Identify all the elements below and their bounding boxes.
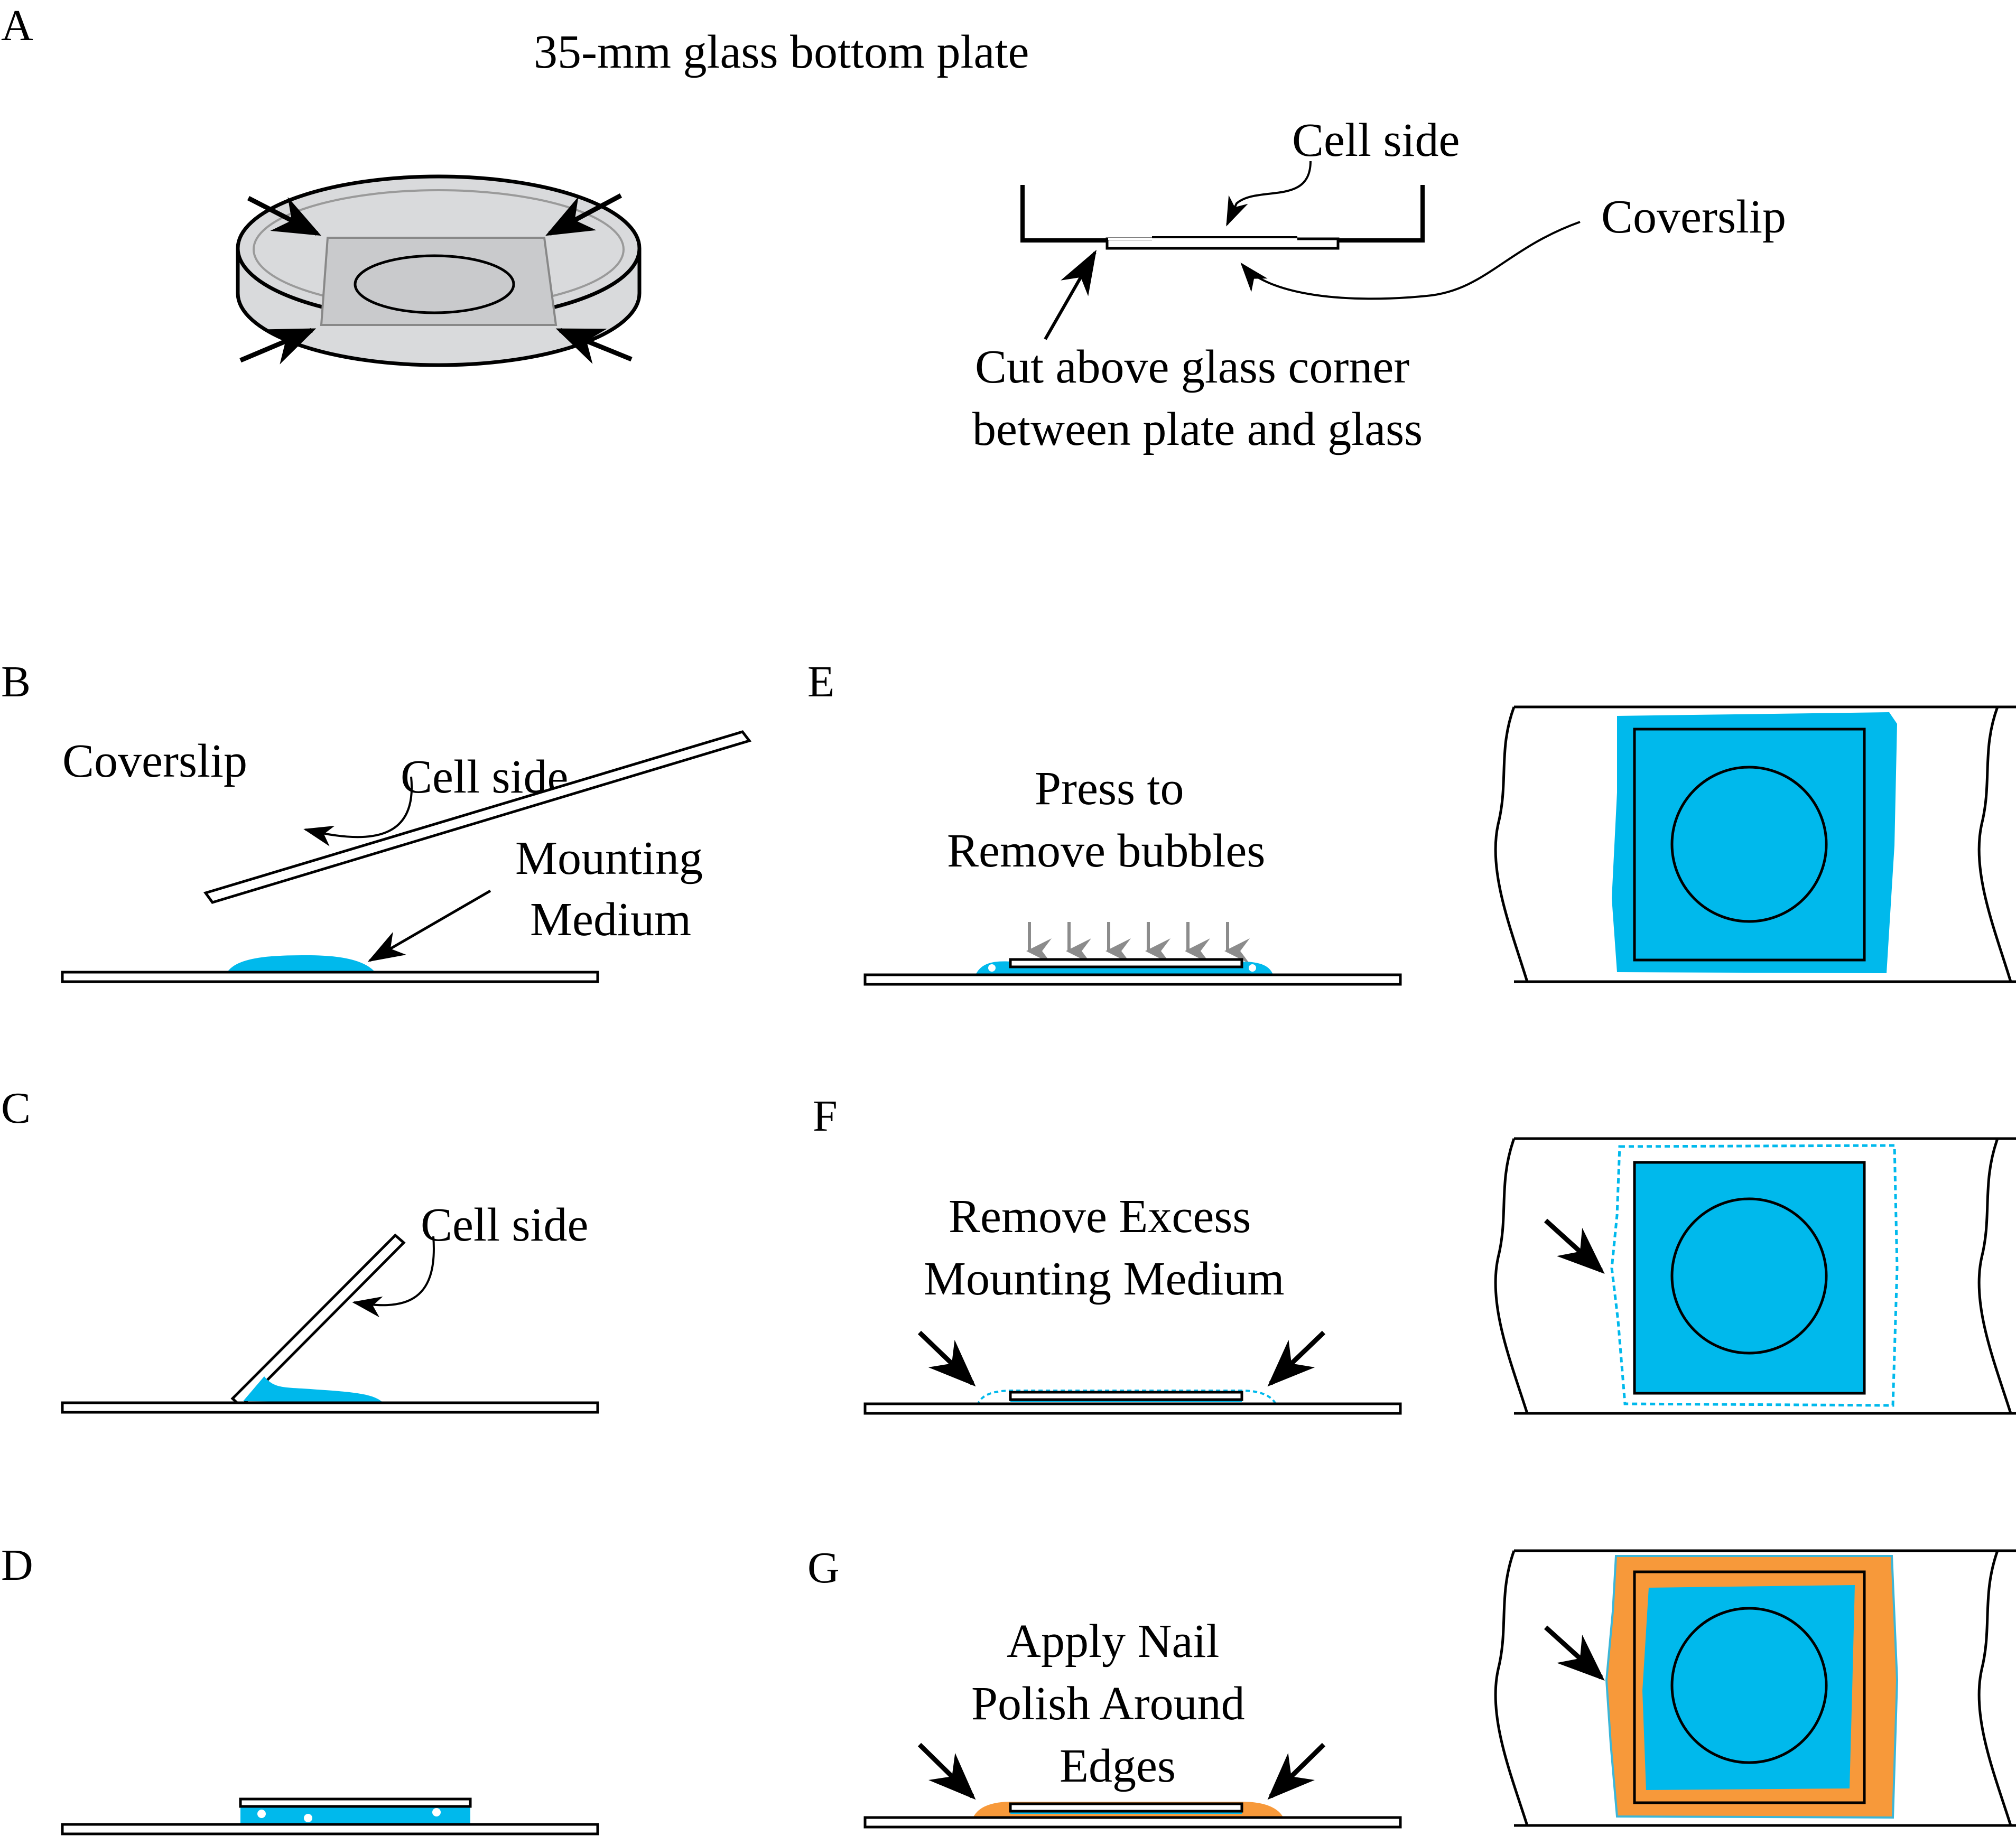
dish-cross-section <box>1020 161 1581 340</box>
cell-side-arrow-c <box>352 1236 435 1318</box>
panel-c: C Cell side <box>1 1084 599 1414</box>
slide-c <box>61 1401 599 1414</box>
excess-arrow-left <box>917 1330 976 1387</box>
panel-f: F Remove Excess Mounting Medium <box>813 1092 2016 1415</box>
cut-arrow-a <box>1044 249 1097 340</box>
coverslip-g <box>1009 1802 1243 1813</box>
mounting-medium-top-g <box>1642 1585 1855 1790</box>
panel-g-line2: Polish Around <box>971 1678 1245 1730</box>
tilted-coverslip-b <box>203 730 752 904</box>
mounting-medium-c <box>243 1376 383 1403</box>
excess-arrow-right <box>1267 1330 1326 1387</box>
bubble-3 <box>432 1808 441 1816</box>
coverslip-square-f <box>1633 1161 1866 1395</box>
glass-well-circle <box>354 254 515 314</box>
panel-b-coverslip-label: Coverslip <box>62 735 247 787</box>
well-circle-f <box>1670 1197 1828 1355</box>
cell-side-arrow-b <box>303 776 413 846</box>
coverslip-square-g <box>1633 1570 1866 1804</box>
bubble-e-left <box>988 964 996 972</box>
slide-d <box>61 1823 599 1835</box>
panel-g-letter: G <box>807 1543 840 1592</box>
panel-a-cut-line2: between plate and glass <box>972 403 1423 455</box>
panel-d: D <box>1 1541 599 1835</box>
edge-arrow-top-f <box>1544 1218 1605 1274</box>
slide-b <box>61 971 599 983</box>
mounting-medium-d <box>240 1806 470 1824</box>
panel-e-line1: Press to <box>1035 762 1184 815</box>
glass-coverslip-square <box>320 237 558 326</box>
top-view-e <box>1494 705 2016 983</box>
removed-medium-outline-f <box>977 1390 1277 1406</box>
bubble-e-right <box>1249 964 1256 972</box>
panel-a-coverslip-label: Coverslip <box>1601 191 1786 243</box>
top-view-f <box>1494 1137 2016 1415</box>
panel-f-line1: Remove Excess <box>949 1190 1251 1243</box>
coverslip-d <box>239 1797 472 1808</box>
panel-a: A 35-mm glass bottom plate Cell side <box>1 1 1786 455</box>
edge-arrow-top-g <box>1544 1625 1605 1681</box>
panel-a-title: 35-mm glass bottom plate <box>534 26 1029 78</box>
panel-g: G Apply Nail Polish Around Edges <box>807 1543 2016 1829</box>
panel-b: B Coverslip Cell side Mounting Medium <box>1 657 752 983</box>
slide-f <box>863 1402 1402 1415</box>
cut-arrow-top-right <box>545 193 623 236</box>
cell-side-arrow-a <box>1226 161 1312 227</box>
panel-a-cut-line1: Cut above glass corner <box>975 341 1409 393</box>
cut-arrow-bottom-left <box>239 328 317 365</box>
cut-arrow-bottom-right <box>555 328 633 364</box>
polish-arrow-right <box>1267 1742 1326 1800</box>
well-circle-g <box>1670 1607 1828 1764</box>
panel-d-letter: D <box>1 1541 33 1590</box>
panel-b-mount-line1: Mounting <box>515 832 703 884</box>
panel-a-letter: A <box>1 1 33 50</box>
panel-f-letter: F <box>813 1092 838 1141</box>
panel-g-line3: Edges <box>1060 1740 1176 1792</box>
panel-a-cell-side-label: Cell side <box>1292 114 1460 166</box>
coverslip-arrow-a <box>1240 221 1581 300</box>
bubble-1 <box>257 1810 266 1818</box>
press-arrows <box>1026 922 1250 964</box>
mounting-medium-drop-b <box>227 955 375 972</box>
removed-medium-outline-top-f <box>1610 1144 1899 1407</box>
coverslip-e <box>1009 958 1243 968</box>
panel-e: E Press to Remove bubbles <box>807 657 2016 986</box>
petri-dish-drawing <box>236 174 642 367</box>
well-circle-e <box>1670 766 1828 923</box>
panel-b-mount-line2: Medium <box>530 893 691 946</box>
coverslip-f <box>1009 1391 1243 1401</box>
tilted-coverslip-c <box>230 1233 406 1409</box>
panel-g-line1: Apply Nail <box>1007 1615 1219 1667</box>
slide-e <box>863 973 1402 986</box>
panel-f-line2: Mounting Medium <box>924 1253 1285 1305</box>
panel-e-line2: Remove bubbles <box>947 825 1265 877</box>
bubble-2 <box>304 1814 312 1822</box>
polish-arrow-left <box>917 1742 976 1800</box>
panel-e-letter: E <box>807 657 834 706</box>
coverslip-square-e <box>1633 728 1866 962</box>
mounting-medium-spread-e <box>1612 712 1897 973</box>
panel-b-letter: B <box>1 657 31 706</box>
cut-arrow-top-left <box>247 195 322 236</box>
top-view-g <box>1494 1549 2016 1827</box>
panel-c-letter: C <box>1 1084 31 1133</box>
panel-c-cell-side-label: Cell side <box>421 1199 588 1251</box>
mounting-arrow-b <box>367 889 491 962</box>
slide-g <box>863 1816 1402 1829</box>
